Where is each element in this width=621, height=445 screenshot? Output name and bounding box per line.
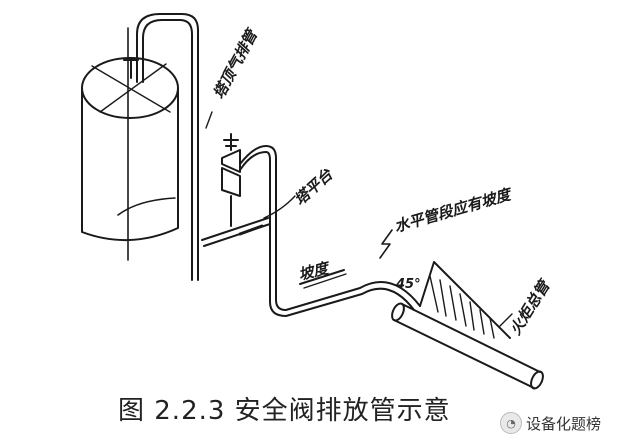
watermark: ◔ 设备化题榜 [496, 410, 606, 436]
label-roof-vent: 塔顶气排管 [210, 25, 263, 102]
slope-support [299, 269, 347, 289]
wechat-bubble-icon: ◔ [500, 412, 522, 434]
watermark-text: 设备化题榜 [526, 414, 602, 433]
label-angle: 45° [395, 277, 421, 292]
safety-valve [221, 133, 241, 227]
tower-platform [201, 217, 271, 247]
discharge-pipe [239, 145, 421, 317]
label-tower-platform: 塔平台 [291, 165, 337, 209]
label-horizontal-pipe-note: 水平管段应有坡度 [392, 185, 515, 236]
angle-wedge [419, 261, 511, 339]
vessel [81, 27, 179, 261]
flare-header-pipe [391, 302, 544, 390]
roof-vent-pipe [136, 13, 199, 281]
label-flare-header: 火炬总管 [506, 275, 555, 338]
figure-caption: 图 2.2.3 安全阀排放管示意 [118, 396, 451, 426]
